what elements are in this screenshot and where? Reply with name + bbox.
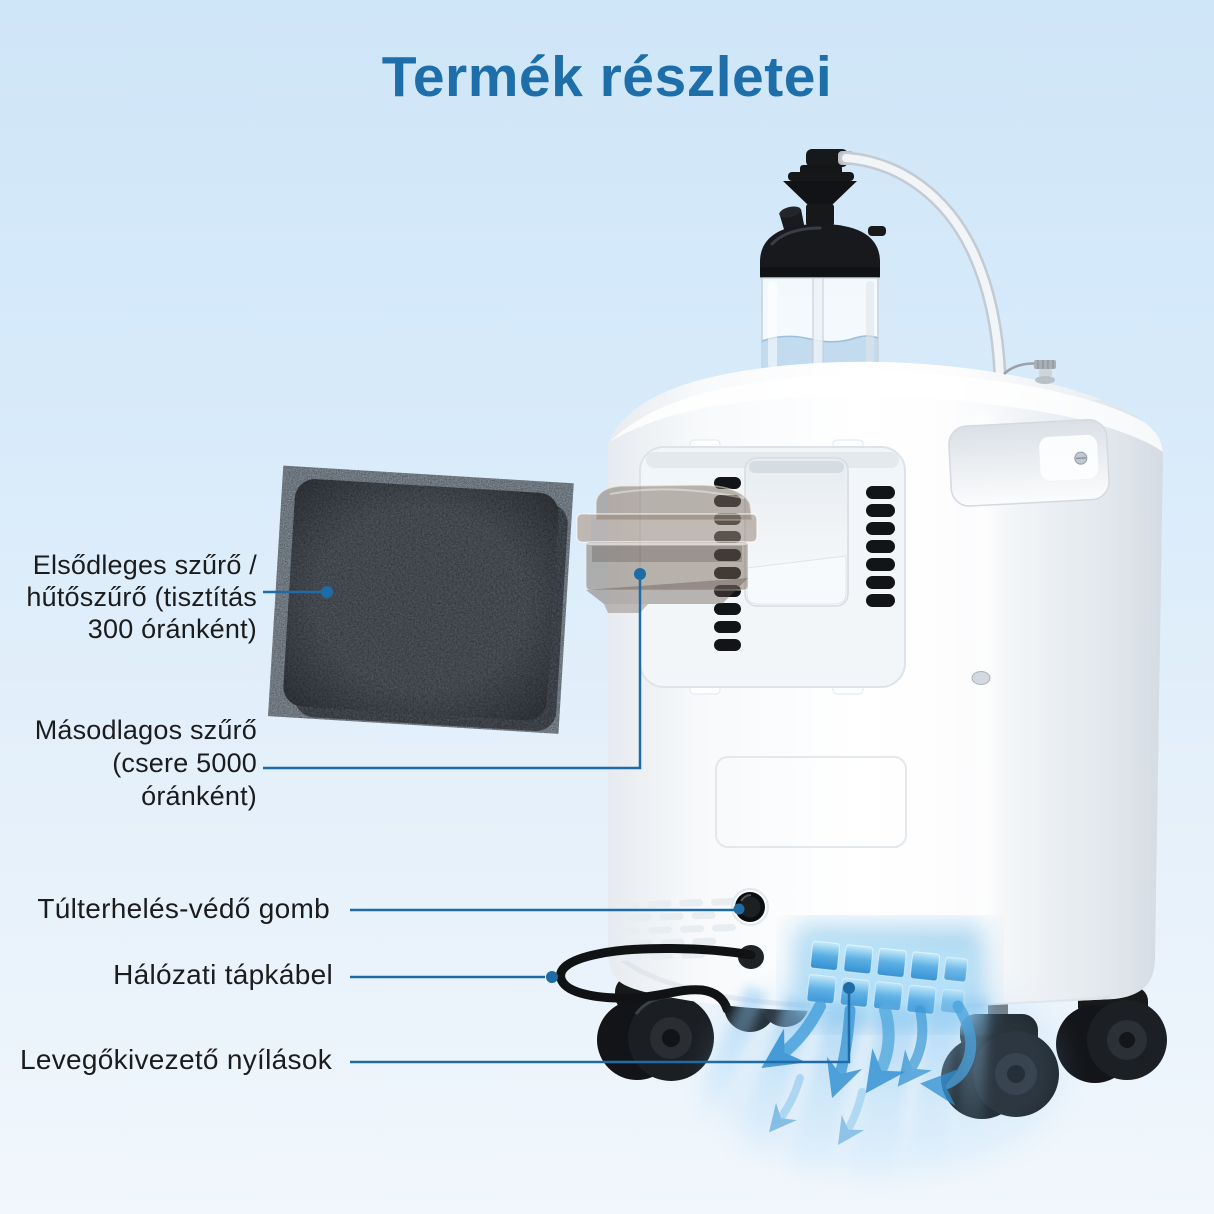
overload-protection-button <box>731 888 769 926</box>
secondary-filter-label-line2: (csere 5000 <box>112 748 257 778</box>
primary-filter-pad <box>283 479 568 731</box>
callout-line-secondary-filter <box>263 580 642 770</box>
secondary-filter-label-line1: Másodlagos szűrő <box>34 715 257 745</box>
door-seam <box>715 756 907 848</box>
callout-dot-secondary-filter <box>634 568 646 580</box>
callout-dot-power-cable <box>546 971 558 983</box>
filter-opening <box>744 457 849 607</box>
primary-filter-label-line2: hűtőszűrő (tisztítás <box>26 582 257 612</box>
humidifier-bottle <box>760 149 886 374</box>
secondary-filter-box <box>576 484 758 613</box>
power-cable-label: Hálózati tápkábel <box>113 959 333 990</box>
callout-label-overload-button: Túlterhelés-védő gomb <box>37 893 330 925</box>
overload-button-label: Túlterhelés-védő gomb <box>37 893 330 924</box>
page-title: Termék részletei <box>381 45 833 109</box>
callout-label-primary-filter: Elsődleges szűrő / hűtőszűrő (tisztítás … <box>26 549 257 645</box>
primary-filter-label-line3: 300 óránként) <box>87 614 257 644</box>
primary-filter-label-line1: Elsődleges szűrő / <box>32 550 257 580</box>
air-outlets-label: Levegőkivezető nyílások <box>20 1044 332 1075</box>
power-cable <box>556 943 756 1014</box>
callout-line-air-outlets <box>350 994 851 1064</box>
callout-label-power-cable: Hálózati tápkábel <box>113 959 333 991</box>
callout-label-secondary-filter: Másodlagos szűrő (csere 5000 óránként) <box>35 714 257 813</box>
secondary-filter-label-line3: óránként) <box>141 781 257 811</box>
body-screw <box>971 671 991 685</box>
handle-recess <box>948 418 1110 507</box>
tube-connector <box>1003 360 1056 384</box>
caster-wheel-rear-right <box>1056 987 1167 1083</box>
callout-dot-primary-filter <box>321 586 333 598</box>
airflow-arrows <box>761 1000 977 1146</box>
vent-slots-right <box>866 486 895 607</box>
oxygen-tube <box>839 151 1007 383</box>
callout-dot-air-outlets <box>843 982 855 994</box>
callout-dot-overload-button <box>733 903 745 915</box>
callout-label-air-outlets: Levegőkivezető nyílások <box>20 1044 332 1076</box>
